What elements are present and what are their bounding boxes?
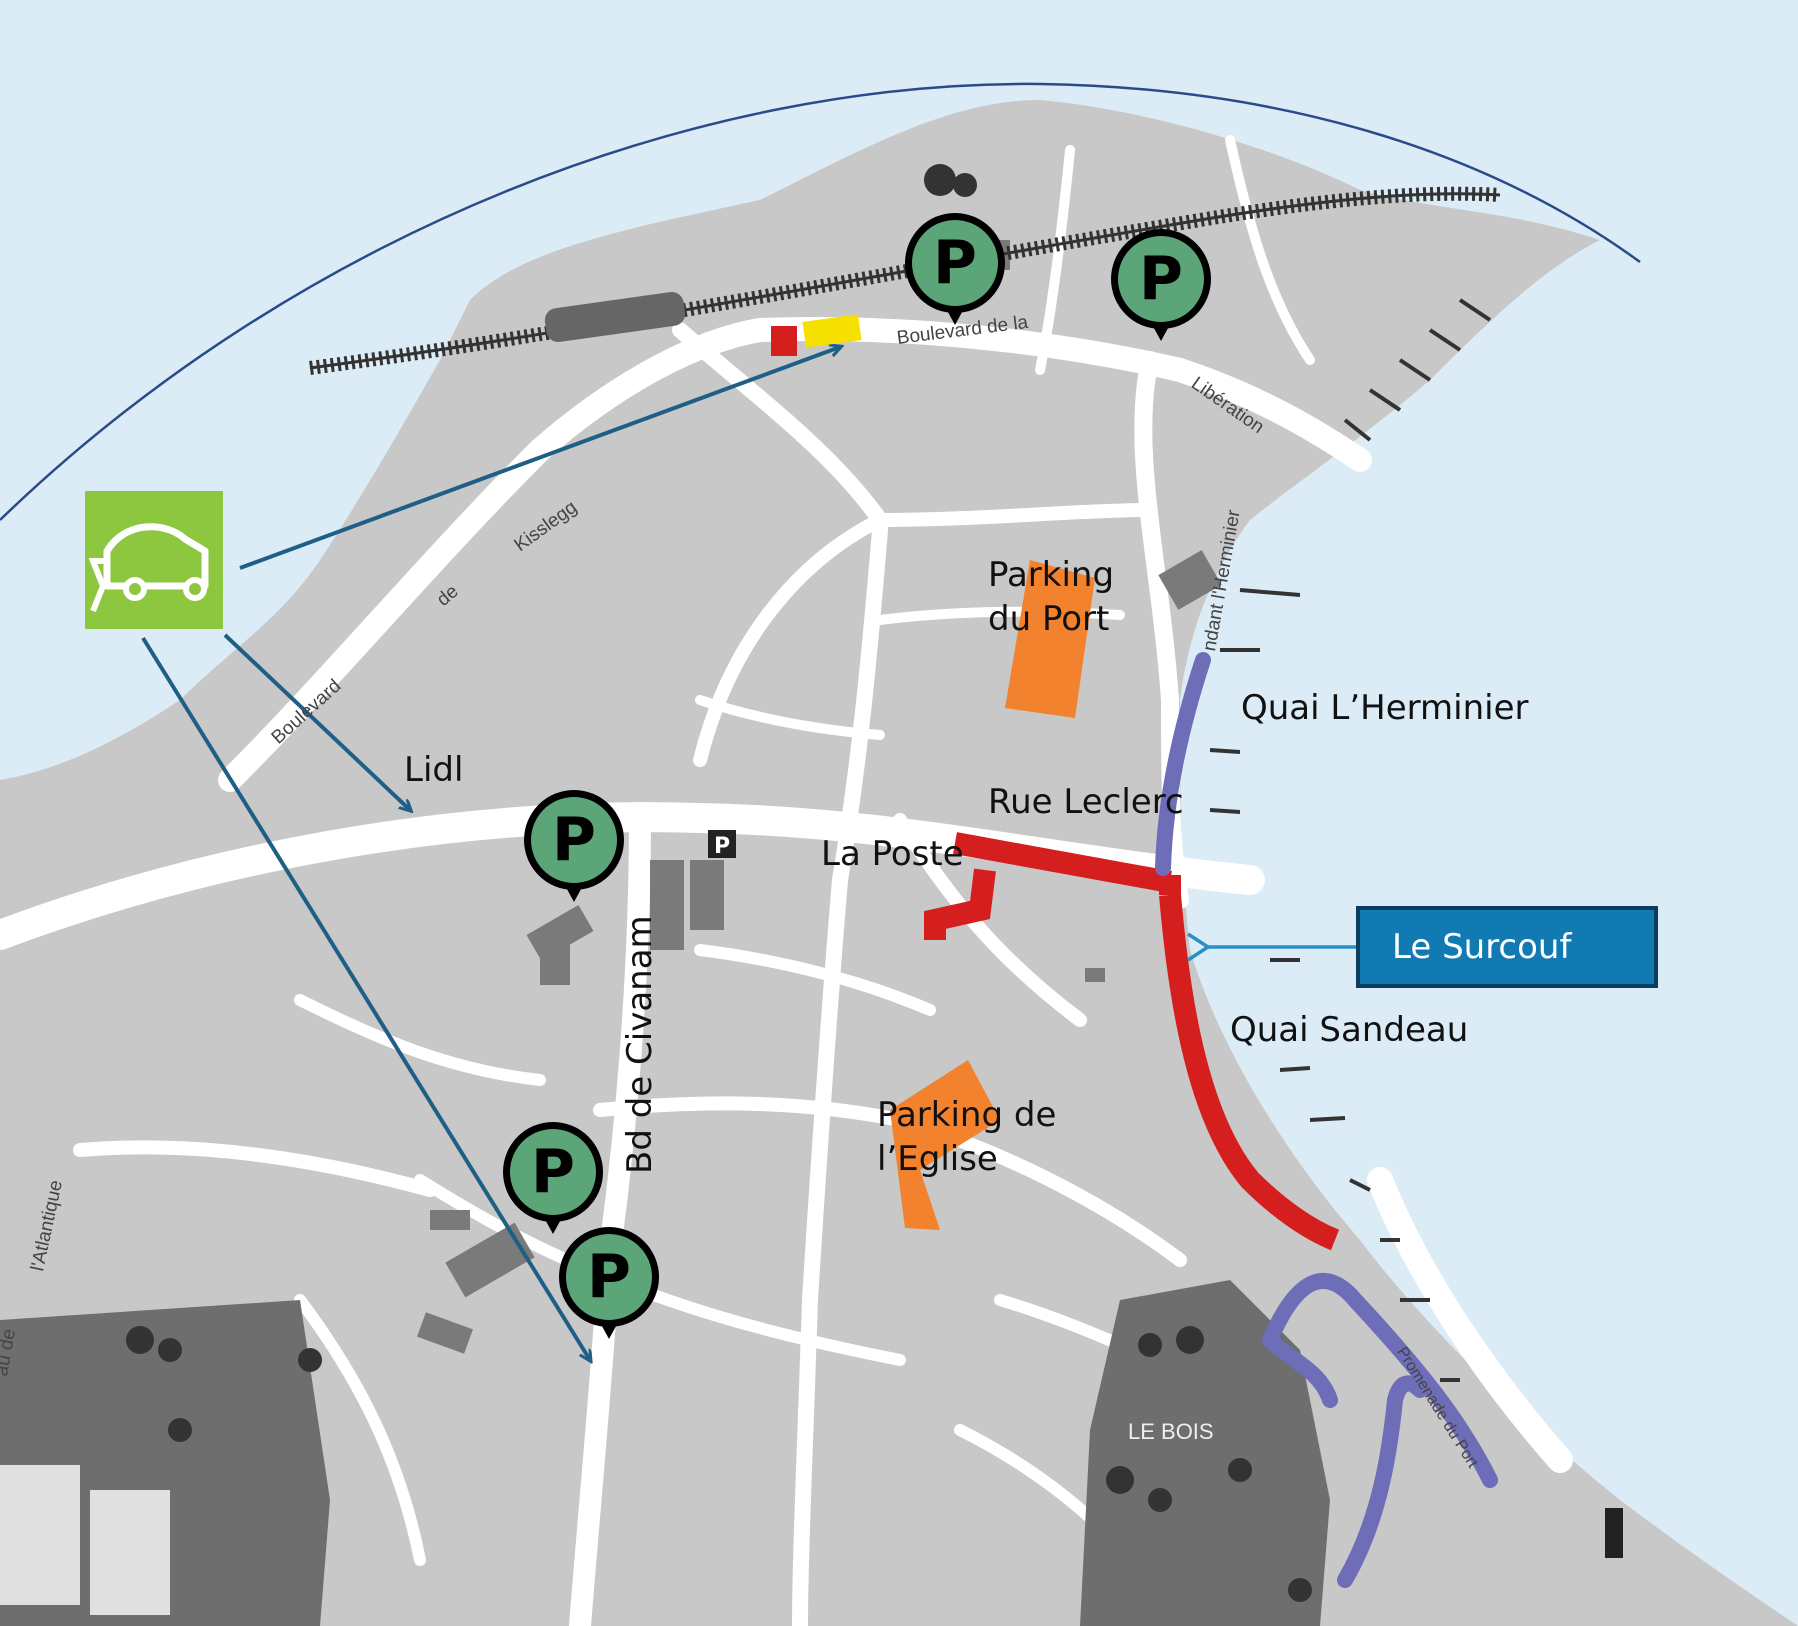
ev-charging-icon xyxy=(85,491,223,629)
map-boundary-arc xyxy=(0,82,1641,521)
trees xyxy=(126,164,1312,1602)
svg-text:P: P xyxy=(531,1137,575,1207)
label-rue-leclerc: Rue Leclerc xyxy=(988,782,1184,822)
arrow-to-lidl xyxy=(223,633,410,810)
svg-text:P: P xyxy=(714,834,730,859)
ev-station-yellow xyxy=(802,314,862,348)
lighthouse-icon xyxy=(1605,1508,1623,1558)
svg-text:P: P xyxy=(587,1242,631,1312)
red-quays xyxy=(924,832,1340,1251)
park-le-bois xyxy=(1080,1280,1330,1626)
le-surcouf-box: Le Surcouf xyxy=(1356,906,1658,988)
sports-fields xyxy=(0,1465,170,1615)
label-lidl: Lidl xyxy=(404,750,464,790)
label-le-bois: LE BOIS xyxy=(1128,1419,1214,1444)
label-bd-civanam: Bd de Civanam xyxy=(620,915,660,1174)
label-parking-eglise-line2: l’Eglise xyxy=(877,1139,998,1180)
purple-quays xyxy=(1155,652,1498,1588)
parking-pin: P xyxy=(1111,229,1211,341)
label-parking-eglise: Parking de l’Eglise xyxy=(877,1093,1056,1181)
le-surcouf-label: Le Surcouf xyxy=(1392,927,1572,967)
label-la-poste: La Poste xyxy=(821,834,964,874)
label-parking-port: Parking du Port xyxy=(988,553,1114,641)
parking-pin: P xyxy=(905,213,1005,325)
parking-pin: P xyxy=(503,1122,603,1234)
pontoons xyxy=(1209,298,1492,1382)
parking-pin: P xyxy=(559,1227,659,1339)
svg-text:P: P xyxy=(1139,244,1183,314)
label-parking-eglise-line1: Parking de xyxy=(877,1095,1057,1135)
parking-pin: P xyxy=(524,790,624,902)
label-parking-port-line1: Parking xyxy=(988,555,1115,595)
railway xyxy=(309,186,1501,375)
ev-station-red xyxy=(771,326,797,356)
small-parking-sign: P xyxy=(708,830,736,859)
label-quai-sandeau: Quai Sandeau xyxy=(1230,1010,1469,1050)
parking-areas xyxy=(890,560,1095,1230)
arrow-to-station xyxy=(239,347,840,570)
label-quai-lherminier: Quai L’Herminier xyxy=(1241,688,1529,728)
train-icon xyxy=(544,291,686,343)
arrow-to-south xyxy=(141,636,590,1360)
park-west xyxy=(0,1300,330,1626)
label-parking-port-line2: du Port xyxy=(988,599,1110,640)
land xyxy=(0,100,1798,1626)
svg-text:P: P xyxy=(552,805,596,875)
svg-text:P: P xyxy=(933,228,977,298)
